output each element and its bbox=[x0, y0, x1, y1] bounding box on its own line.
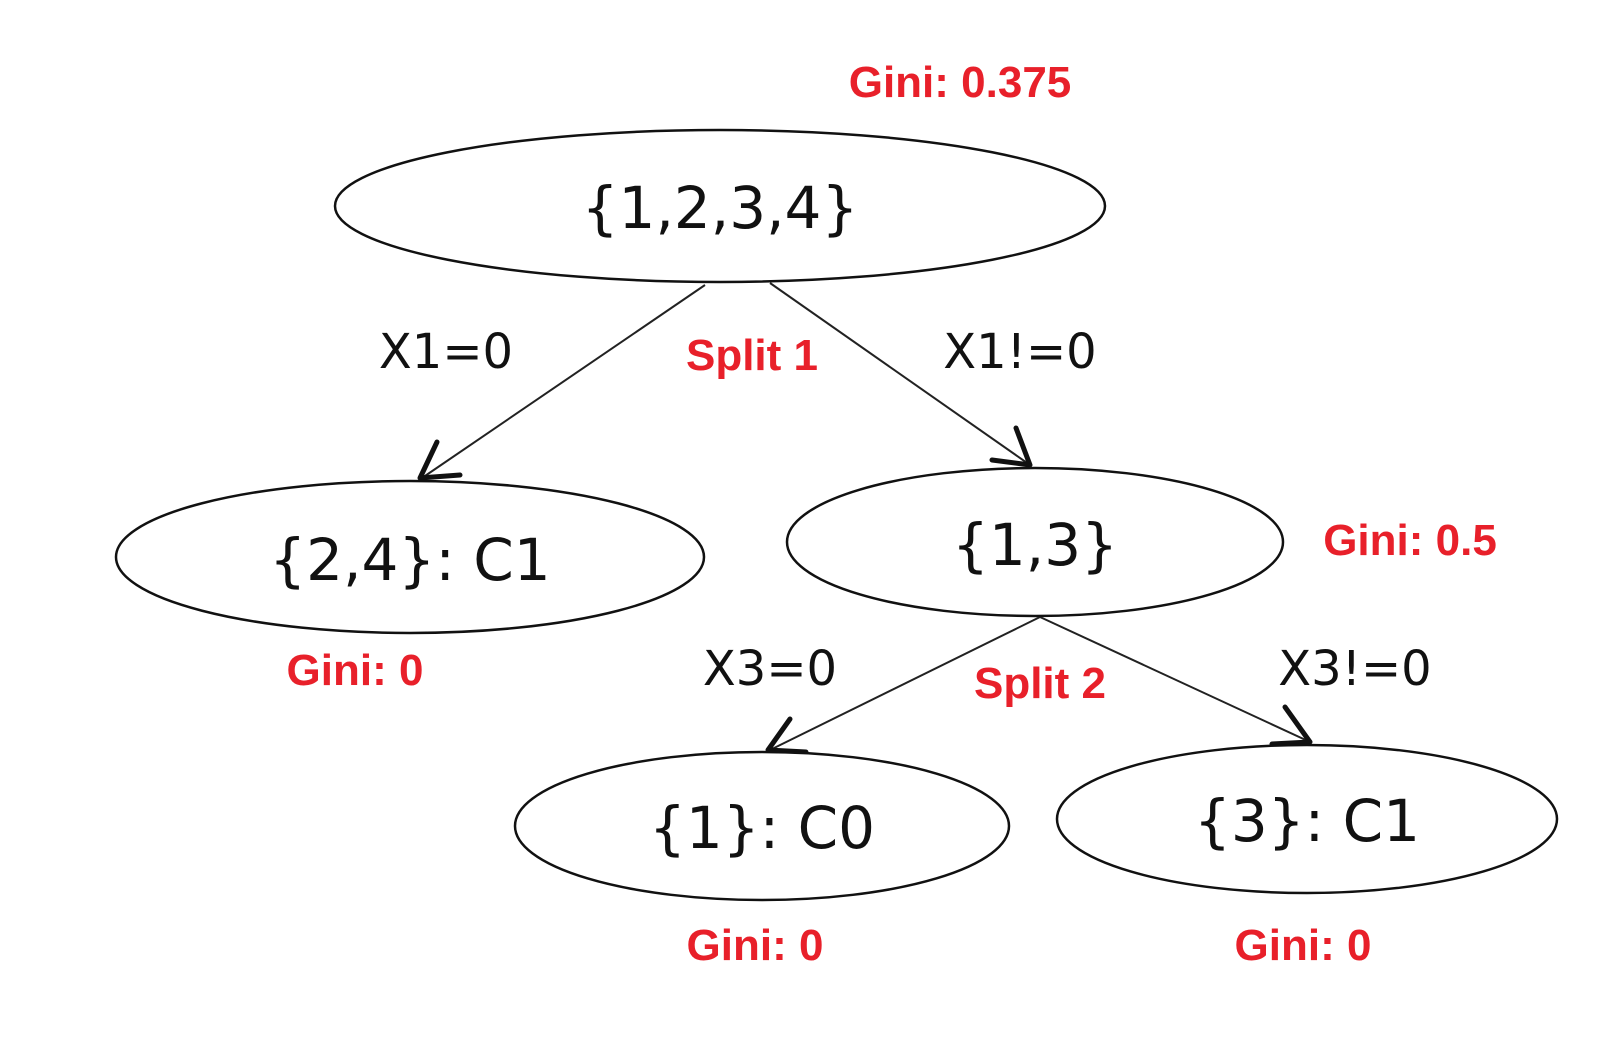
node-right-right-label: {3}: C1 bbox=[1194, 787, 1420, 855]
edge-label-x3-eq-0: X3=0 bbox=[703, 641, 837, 697]
node-left-label: {2,4}: C1 bbox=[269, 526, 550, 594]
arrow-head-right-left bbox=[765, 716, 809, 755]
node-left: {2,4}: C1 bbox=[114, 479, 706, 635]
edge-right-to-right-right bbox=[1039, 616, 1311, 743]
arrow-head-right-right bbox=[1269, 704, 1313, 747]
edge-root-to-left bbox=[421, 284, 706, 479]
gini-left: Gini: 0 bbox=[287, 646, 424, 695]
node-root-label: {1,2,3,4} bbox=[582, 174, 859, 242]
node-right-label: {1,3} bbox=[952, 511, 1118, 579]
node-right-right: {3}: C1 bbox=[1055, 743, 1559, 895]
gini-root: Gini: 0.375 bbox=[849, 58, 1072, 107]
arrow-head-right bbox=[989, 425, 1033, 468]
node-root: {1,2,3,4} bbox=[333, 128, 1107, 284]
arrow-head-left bbox=[417, 439, 463, 481]
split-1-label: Split 1 bbox=[686, 331, 818, 380]
edge-root-to-right bbox=[769, 282, 1031, 466]
split-2-label: Split 2 bbox=[974, 659, 1106, 708]
gini-right-right: Gini: 0 bbox=[1235, 921, 1372, 970]
gini-right: Gini: 0.5 bbox=[1323, 516, 1497, 565]
edge-right-to-right-left bbox=[769, 616, 1041, 751]
node-right: {1,3} bbox=[785, 466, 1285, 618]
edge-label-x1-eq-0: X1=0 bbox=[379, 324, 513, 380]
tree-edges bbox=[417, 282, 1313, 755]
edge-label-x1-neq-0: X1!=0 bbox=[943, 324, 1096, 380]
node-right-left-label: {1}: C0 bbox=[649, 794, 875, 862]
gini-right-left: Gini: 0 bbox=[687, 921, 824, 970]
edge-label-x3-neq-0: X3!=0 bbox=[1278, 641, 1431, 697]
node-right-left: {1}: C0 bbox=[513, 750, 1011, 902]
